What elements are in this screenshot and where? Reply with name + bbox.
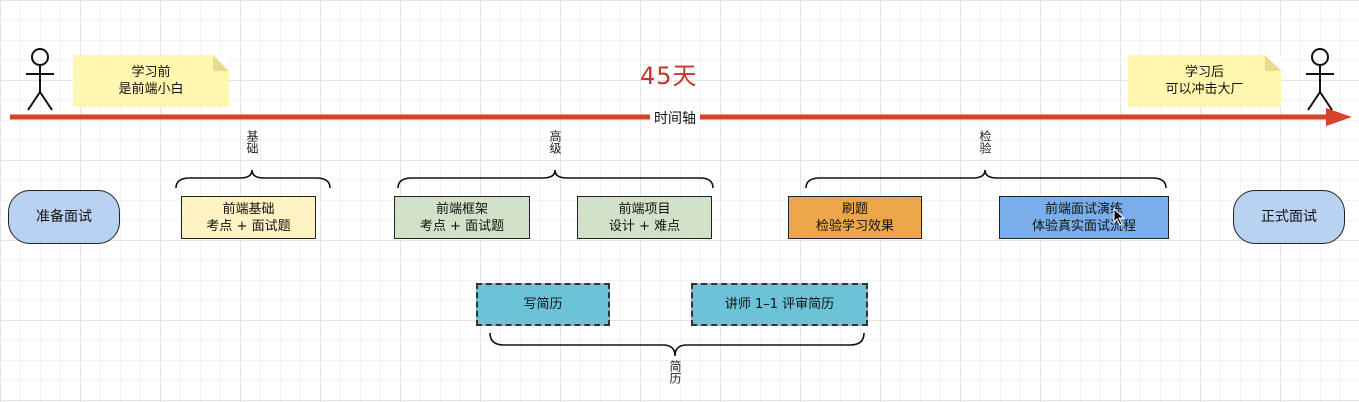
timeline-label: 时间轴	[650, 108, 700, 128]
node-mock-interview: 前端面试演练 体验真实面试流程	[999, 196, 1169, 239]
node-practice-title: 刷题	[841, 201, 868, 217]
node-fe-basic-title: 前端基础	[222, 201, 275, 217]
node-practice: 刷题 检验学习效果	[788, 196, 922, 239]
node-fe-basic-sub: 考点 + 面试题	[206, 218, 291, 234]
node-fe-project-title: 前端项目	[618, 201, 671, 217]
node-fe-framework-title: 前端框架	[435, 201, 488, 217]
note-before-line1: 学习前	[131, 65, 171, 80]
note-after-line2: 可以冲击大厂	[1165, 82, 1244, 97]
group-label-basic: 基础	[245, 130, 259, 154]
node-prepare-interview: 准备面试	[8, 190, 120, 244]
node-review-resume-label: 讲师 1–1 评审简历	[724, 297, 835, 312]
note-after: 学习后 可以冲击大厂	[1128, 55, 1281, 107]
brace-advanced	[397, 169, 714, 189]
node-write-resume-label: 写简历	[523, 297, 563, 312]
node-fe-framework-sub: 考点 + 面试题	[419, 218, 505, 234]
group-label-advanced: 高级	[548, 130, 562, 154]
brace-check	[805, 169, 1167, 189]
node-practice-sub: 检验学习效果	[815, 218, 894, 234]
person-before-icon	[26, 48, 54, 111]
node-fe-project: 前端项目 设计 + 难点	[577, 196, 712, 239]
group-label-resume: 简历	[668, 360, 682, 384]
node-mock-interview-sub: 体验真实面试流程	[1031, 218, 1136, 234]
cursor-icon	[1113, 208, 1126, 226]
node-formal-interview: 正式面试	[1233, 190, 1345, 244]
brace-resume	[489, 332, 865, 357]
node-fe-basic: 前端基础 考点 + 面试题	[181, 196, 316, 239]
duration-title: 45天	[640, 62, 698, 90]
group-label-check: 检验	[978, 130, 992, 154]
note-after-line1: 学习后	[1184, 65, 1224, 80]
note-before: 学习前 是前端小白	[73, 55, 229, 107]
node-formal-interview-label: 正式面试	[1261, 208, 1317, 225]
node-review-resume: 讲师 1–1 评审简历	[691, 283, 868, 326]
brace-basic	[175, 169, 331, 189]
node-prepare-interview-label: 准备面试	[36, 208, 92, 225]
note-before-line2: 是前端小白	[118, 82, 184, 97]
node-mock-interview-title: 前端面试演练	[1044, 201, 1123, 217]
node-fe-project-sub: 设计 + 难点	[608, 218, 681, 234]
node-fe-framework: 前端框架 考点 + 面试题	[394, 196, 530, 239]
person-after-icon	[1306, 48, 1334, 111]
node-write-resume: 写简历	[476, 283, 610, 326]
